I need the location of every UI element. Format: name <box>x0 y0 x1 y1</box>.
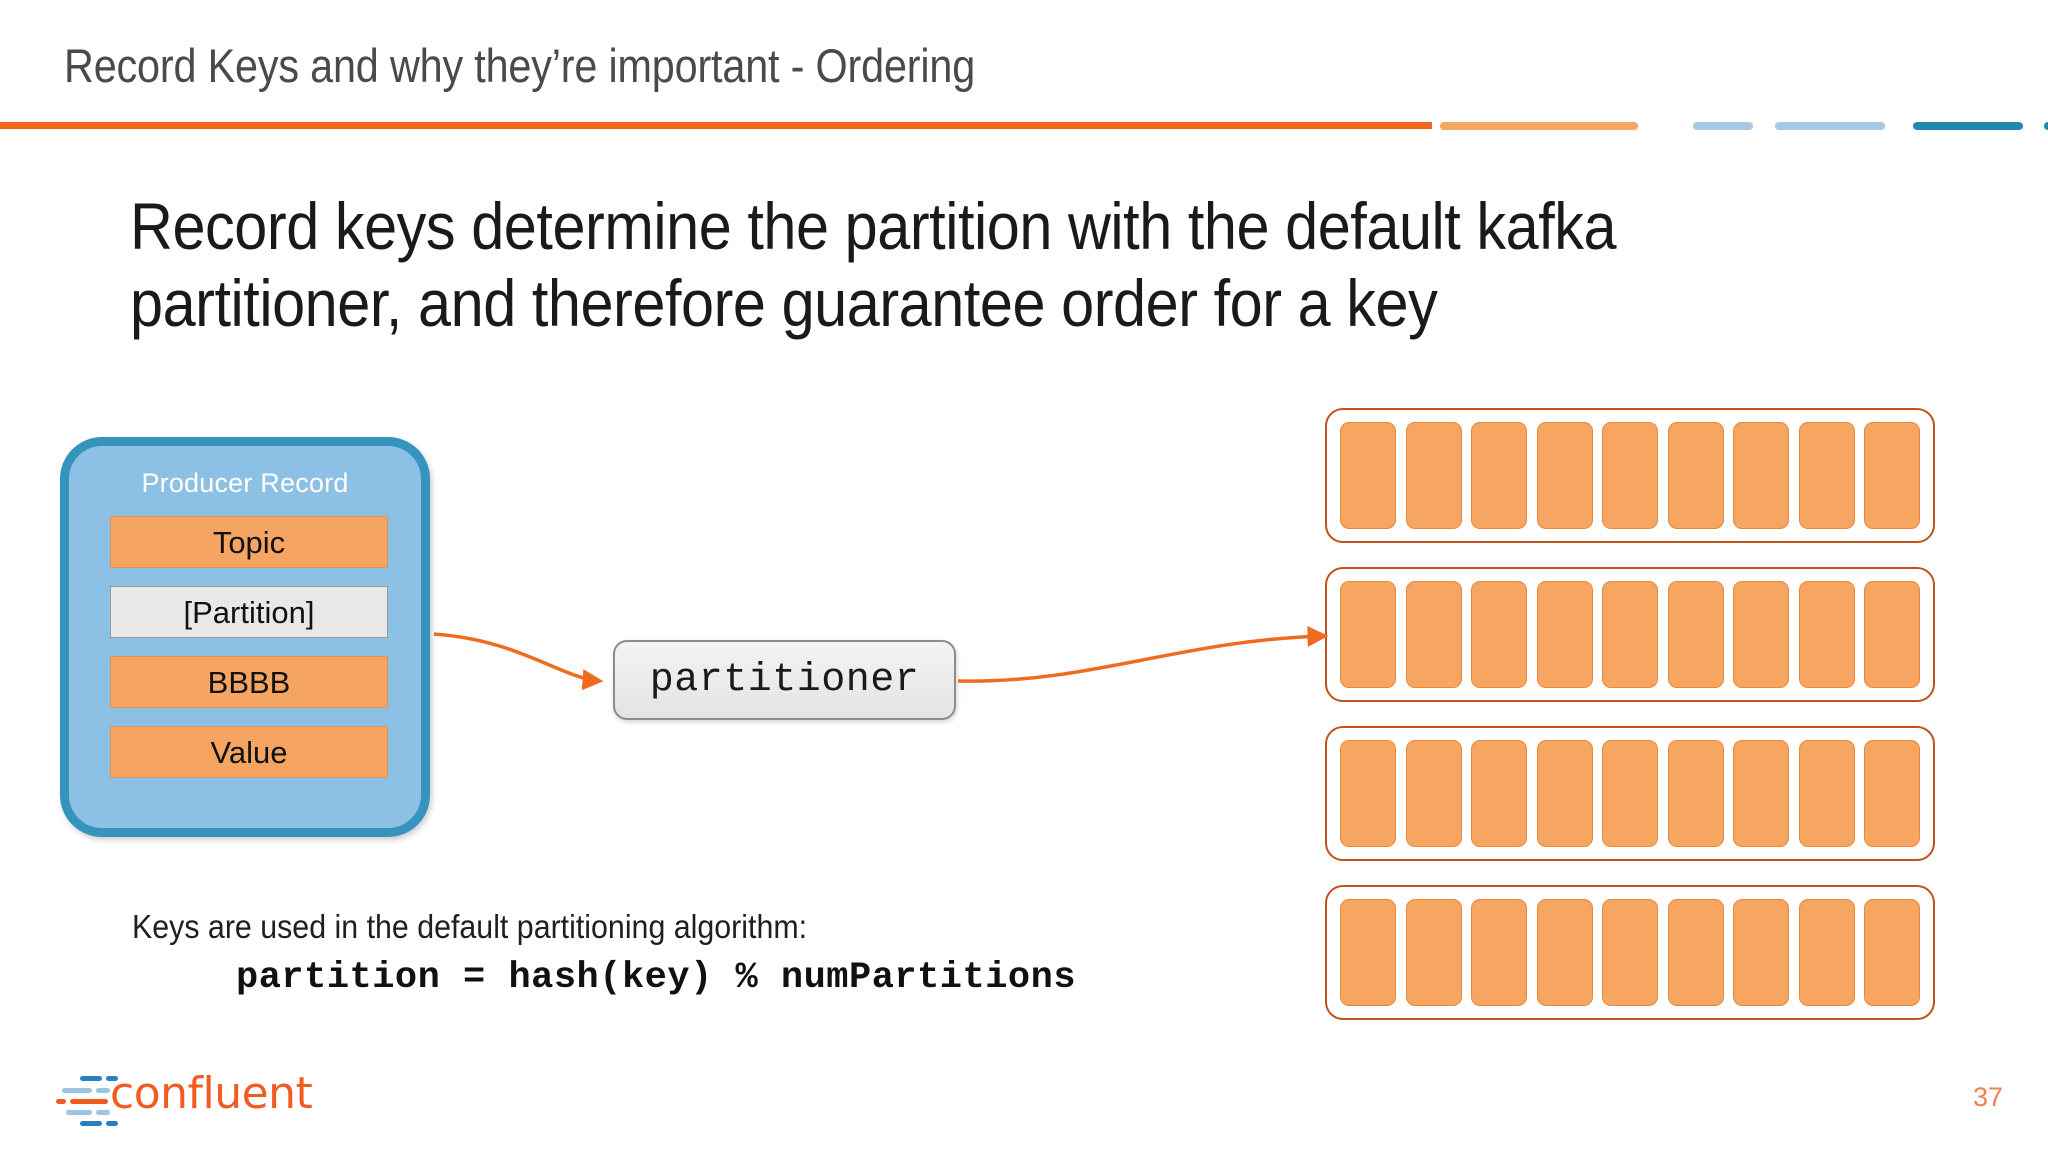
partition-cell <box>1536 899 1593 1006</box>
partition-cell <box>1733 899 1789 1006</box>
partition-cell <box>1798 740 1855 847</box>
caption-text: Keys are used in the default partitionin… <box>132 908 808 945</box>
partition-cell <box>1733 581 1789 688</box>
partition-cell <box>1471 740 1527 847</box>
partitioner-box: partitioner <box>613 640 956 720</box>
logo-dash-0 <box>80 1076 102 1081</box>
partition-cell <box>1602 422 1658 529</box>
header-divider-rule <box>0 122 1432 129</box>
partition-cell <box>1405 899 1462 1006</box>
arrow-partitioner-to-partition <box>957 625 1329 683</box>
dash-teal-medium <box>1913 122 2023 130</box>
partition-cell <box>1798 899 1855 1006</box>
partitioner-label: partitioner <box>649 657 920 703</box>
partition-cell <box>1864 422 1920 529</box>
partition-cell <box>1667 740 1724 847</box>
partition-cell <box>1667 899 1724 1006</box>
page-number: 37 <box>1972 1082 2003 1112</box>
partition-cell <box>1471 899 1527 1006</box>
logo-dash-5 <box>56 1099 66 1104</box>
logo-dash-6 <box>66 1110 92 1115</box>
record-field-value: Value <box>110 726 388 778</box>
partition-cell <box>1340 899 1396 1006</box>
partition-cell <box>1798 422 1855 529</box>
partition-cell <box>1864 740 1920 847</box>
partition-cell <box>1864 581 1920 688</box>
partition-list <box>1325 408 1935 1044</box>
dash-blue-medium <box>1775 122 1885 130</box>
header-decorative-dashes <box>1440 122 2048 130</box>
partition-cell <box>1340 581 1396 688</box>
arrow-record-to-partitioner <box>433 632 604 691</box>
partition-cell <box>1667 422 1724 529</box>
partition-row <box>1325 408 1935 543</box>
partition-row <box>1325 726 1935 861</box>
partition-cell <box>1536 422 1593 529</box>
partition-cell <box>1340 422 1396 529</box>
main-heading-line-1: Record keys determine the partition with… <box>130 189 1617 263</box>
logo-dash-2 <box>62 1088 92 1093</box>
partition-row <box>1325 885 1935 1020</box>
partition-cell <box>1602 581 1658 688</box>
partition-cell <box>1536 581 1593 688</box>
partition-cell <box>1405 740 1462 847</box>
partition-cell <box>1798 581 1855 688</box>
main-heading-line-2: partitioner, and therefore guarantee ord… <box>130 266 1438 341</box>
partition-cell <box>1536 740 1593 847</box>
record-field-topic: Topic <box>110 516 388 568</box>
partition-cell <box>1602 899 1658 1006</box>
producer-record-title: Producer Record <box>141 468 349 498</box>
logo-dash-9 <box>106 1121 118 1126</box>
partition-row <box>1325 567 1935 702</box>
confluent-wordmark: confluent <box>110 1068 313 1119</box>
partition-cell <box>1340 740 1396 847</box>
partition-cell <box>1602 740 1658 847</box>
dash-teal-short <box>2044 122 2048 130</box>
dash-orange-long <box>1440 122 1638 130</box>
partition-cell <box>1405 581 1462 688</box>
logo-dash-1 <box>106 1076 118 1081</box>
page-title: Record Keys and why they’re important - … <box>64 39 976 92</box>
partition-cell <box>1471 422 1527 529</box>
partition-cell <box>1733 740 1789 847</box>
logo-dash-3 <box>96 1088 110 1093</box>
record-field-bbbb: BBBB <box>110 656 388 708</box>
logo-dash-8 <box>80 1121 102 1126</box>
partition-cell <box>1405 422 1462 529</box>
logo-dash-7 <box>96 1110 110 1115</box>
partition-cell <box>1667 581 1724 688</box>
caption-formula: partition = hash(key) % numPartitions <box>236 957 1077 999</box>
partition-cell <box>1733 422 1789 529</box>
producer-record-card: Producer Record Topic [Partition] BBBB Valu… <box>60 437 430 837</box>
confluent-logo: confluent <box>48 1068 313 1126</box>
partition-cell <box>1864 899 1920 1006</box>
logo-dash-4 <box>70 1099 108 1104</box>
main-heading: Record keys determine the partition with… <box>130 188 1732 342</box>
partition-cell <box>1471 581 1527 688</box>
record-field-partition: [Partition] <box>110 586 388 638</box>
dash-blue-short <box>1693 122 1753 130</box>
